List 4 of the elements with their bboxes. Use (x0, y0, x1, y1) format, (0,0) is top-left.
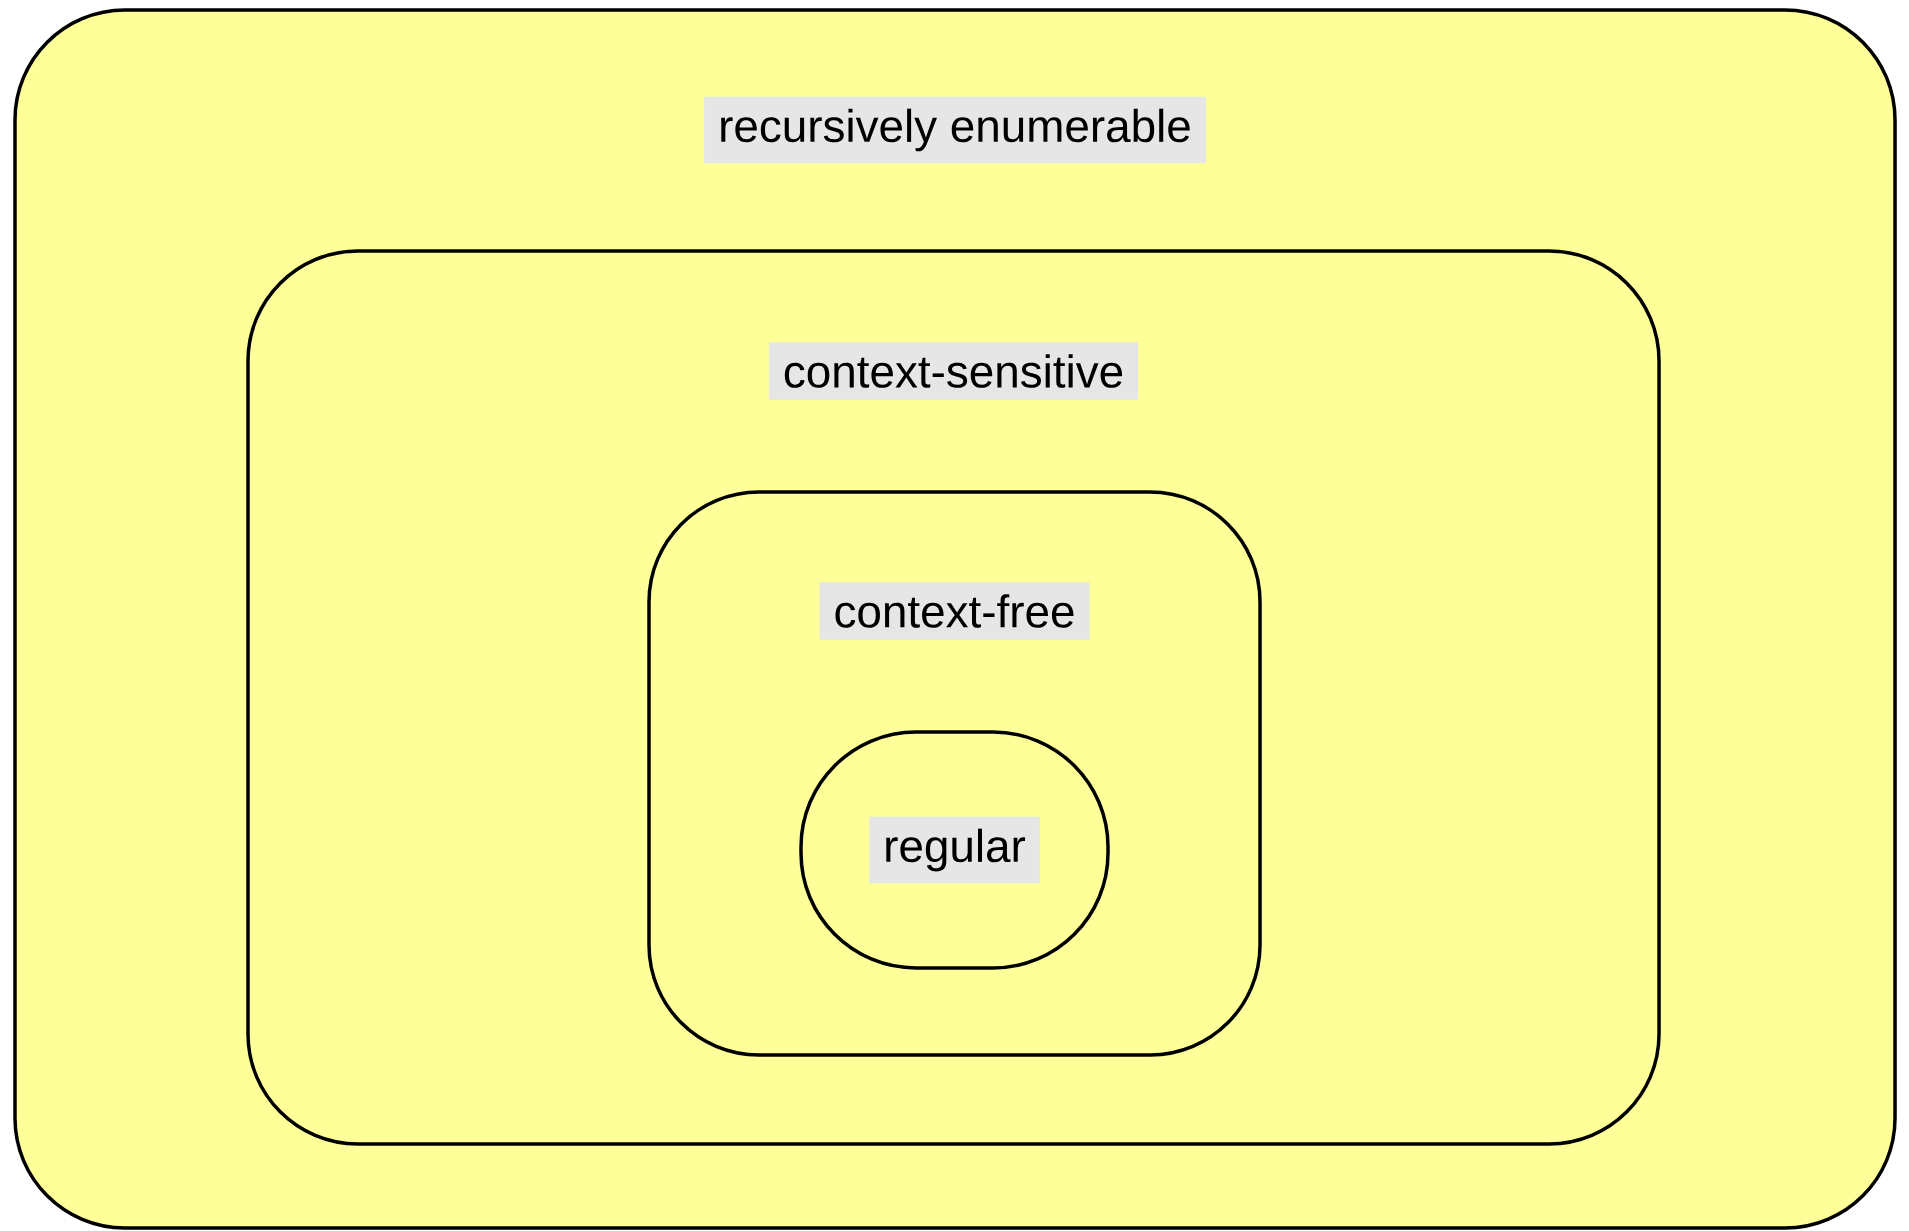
region-label: context-free (819, 582, 1090, 640)
region-label: recursively enumerable (704, 96, 1206, 164)
region-label: regular (869, 816, 1040, 884)
region-label: context-sensitive (768, 342, 1139, 400)
